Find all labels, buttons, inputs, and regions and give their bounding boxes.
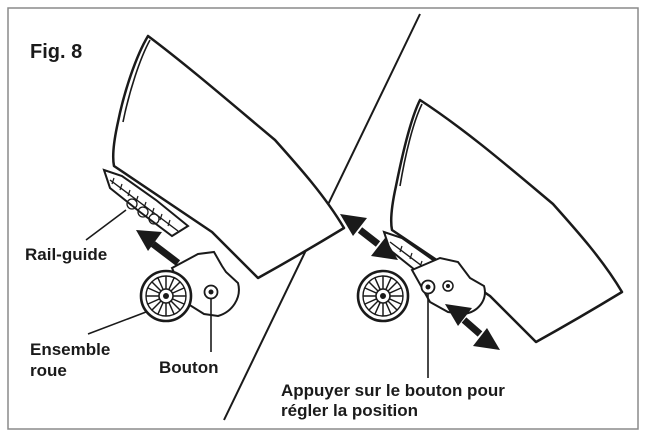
wheel-left xyxy=(139,269,193,323)
wheel-assembly-left xyxy=(139,250,240,323)
leader-wheel-assembly xyxy=(87,311,147,335)
right-panel: Appuyer sur le bouton pour régler la pos… xyxy=(281,98,624,420)
rail-guide-left xyxy=(102,168,190,238)
knob-label: Bouton xyxy=(159,358,218,377)
adjust-arrow-upper-icon xyxy=(340,214,398,260)
wheel-right xyxy=(356,269,410,323)
instruction-line2: régler la position xyxy=(281,401,418,420)
adjust-arrow-lower-icon xyxy=(445,304,500,350)
stroller-body-right xyxy=(389,98,624,344)
wheel-assembly-label-line1: Ensemble xyxy=(30,340,110,359)
insert-arrow-icon xyxy=(136,230,181,266)
instruction-line1: Appuyer sur le bouton pour xyxy=(281,381,505,400)
wheel-assembly-right xyxy=(356,256,486,323)
stroller-body xyxy=(111,34,346,280)
rail-guide-label: Rail-guide xyxy=(25,245,107,264)
wheel-assembly-label-line2: roue xyxy=(30,361,67,380)
left-panel: Rail-guide Ensemble roue Bouton xyxy=(25,34,346,380)
figure-number: Fig. 8 xyxy=(30,41,82,63)
stroller-body-edge xyxy=(122,39,151,123)
leader-rail-guide xyxy=(85,209,127,241)
